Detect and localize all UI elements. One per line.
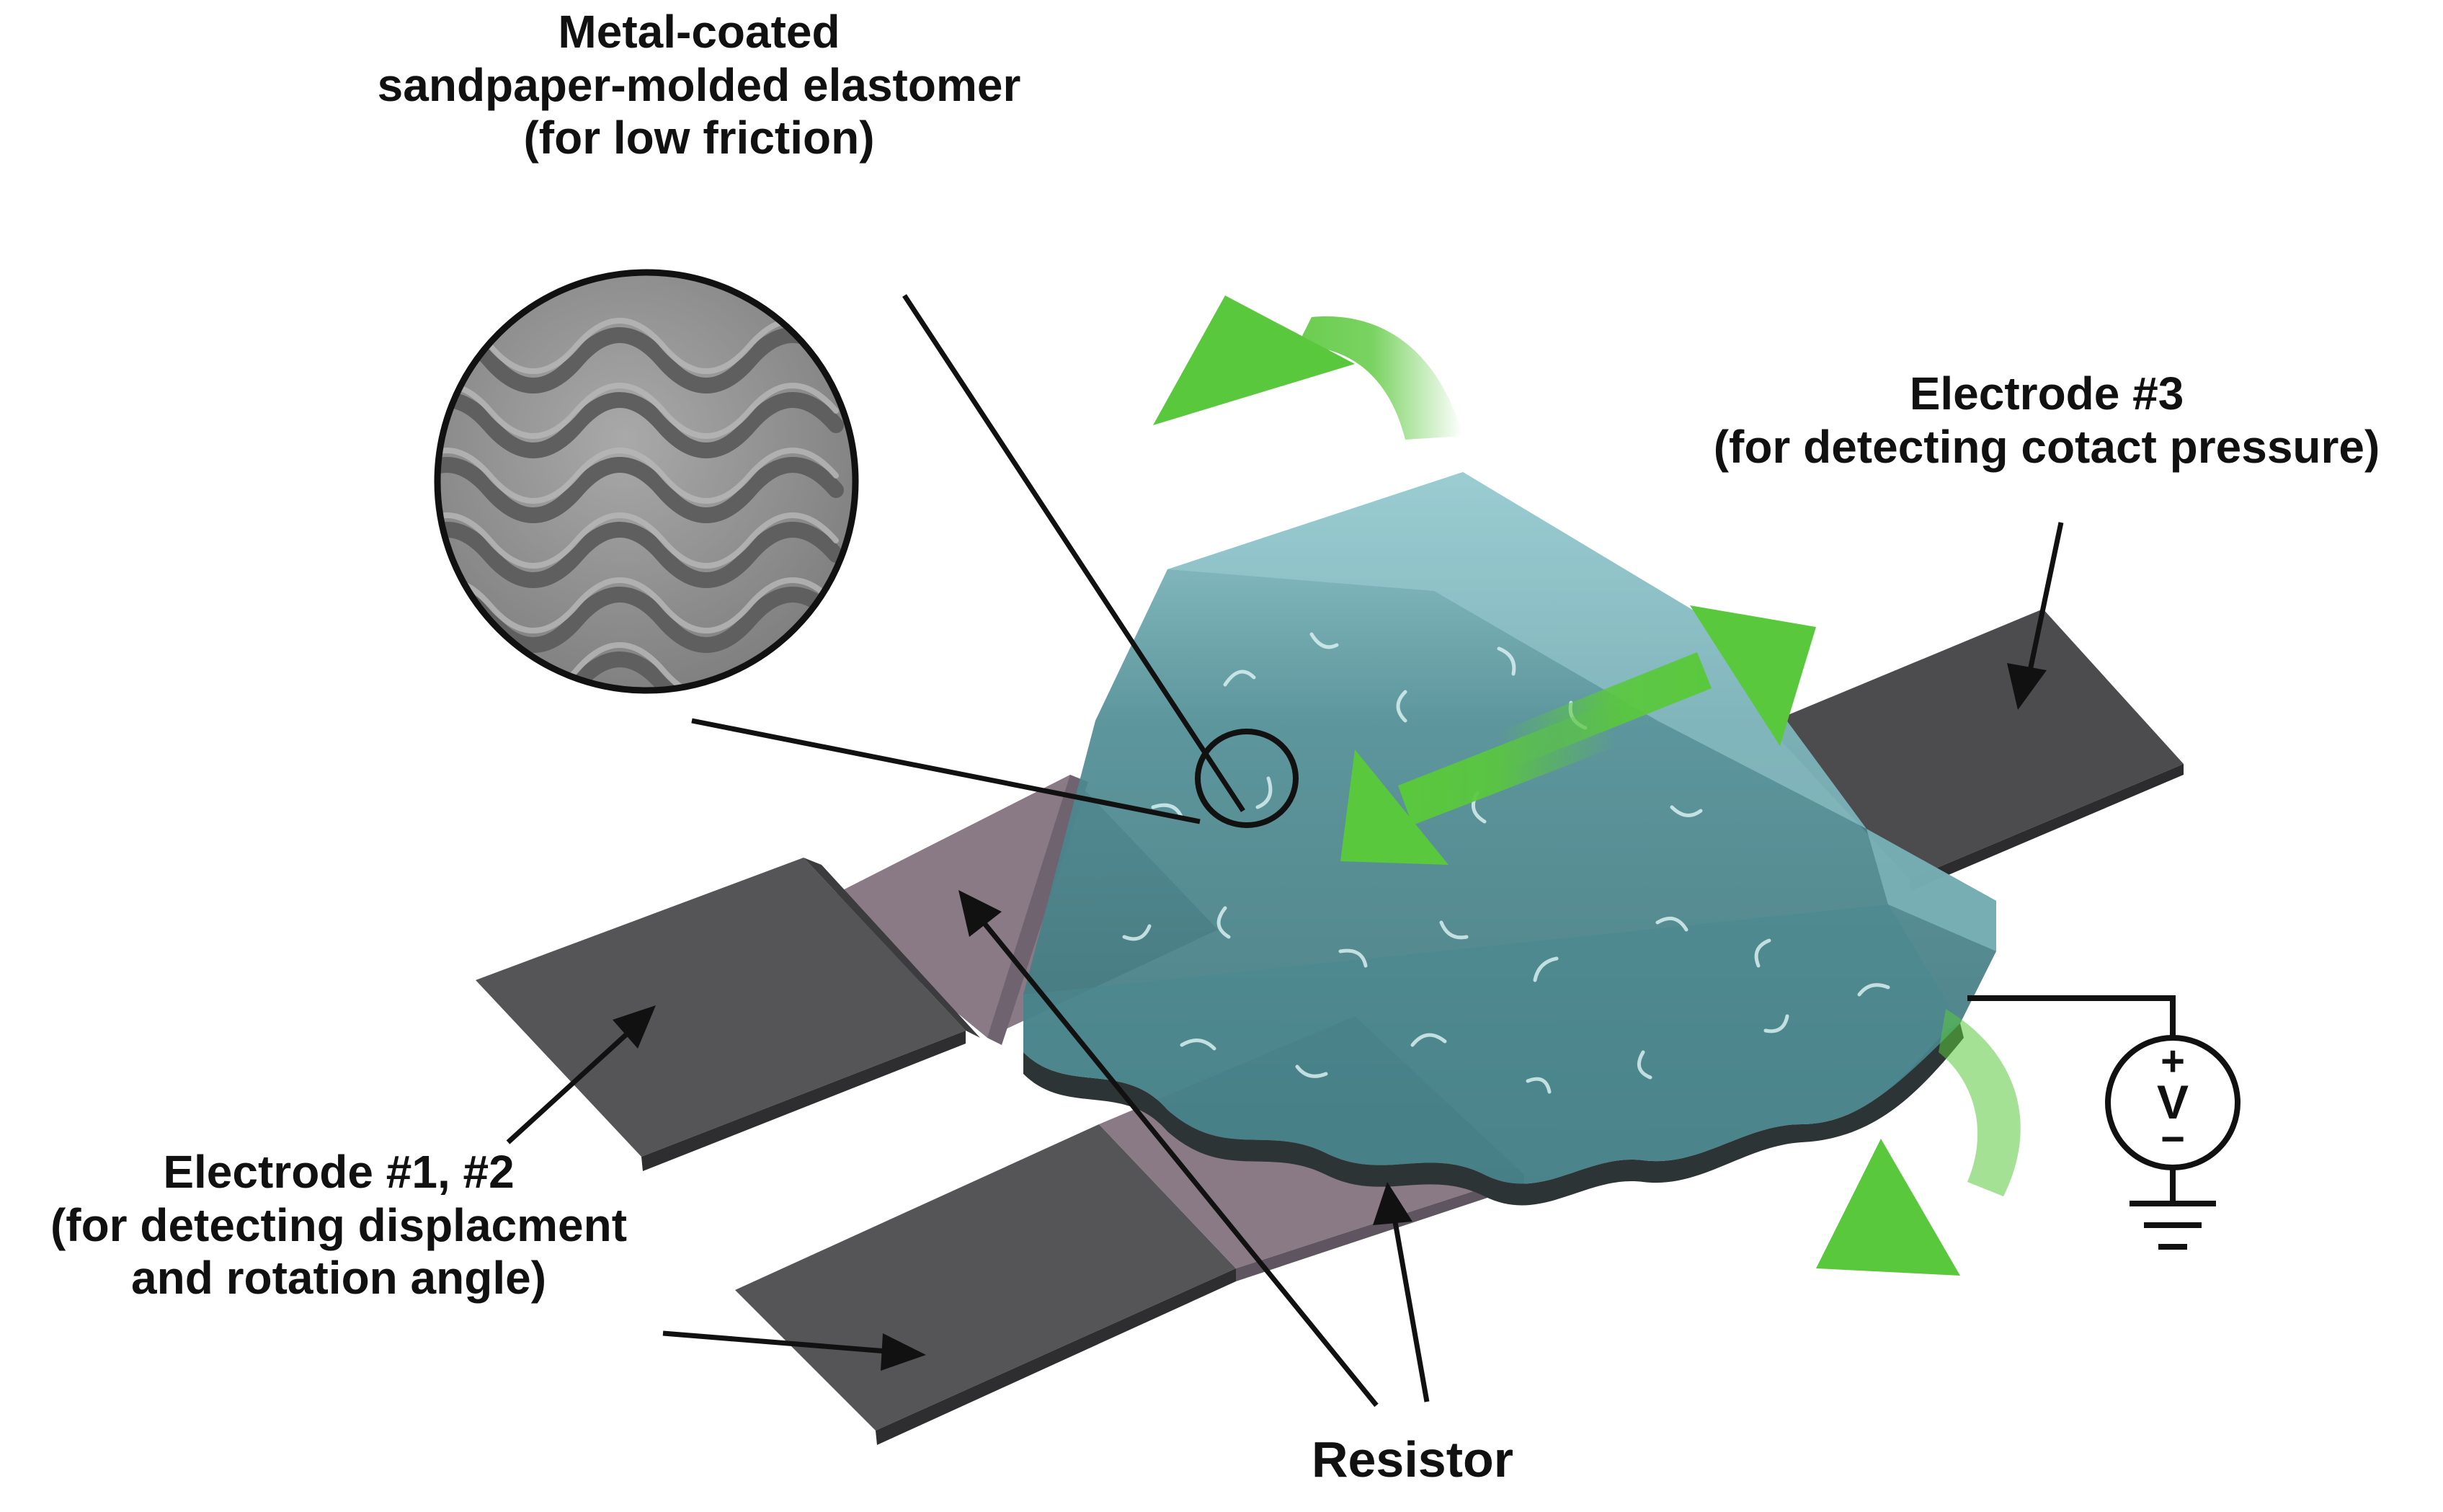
electrode-3-label-line1: Electrode #3 bbox=[1909, 368, 2184, 419]
electrode-12-label-line3: and rotation angle) bbox=[131, 1252, 546, 1304]
electrode-3-strip bbox=[1766, 609, 2184, 891]
annotation-arrows bbox=[506, 522, 2064, 1408]
voltage-plus-sign: + bbox=[2161, 1038, 2185, 1085]
electrode-12-label-line2: (for detecting displacment bbox=[50, 1199, 628, 1251]
electrode-12-label: Electrode #1, #2 (for detecting displacm… bbox=[0, 1146, 677, 1305]
resistor-label: Resistor bbox=[1225, 1431, 1600, 1489]
voltage-minus-sign: − bbox=[2161, 1116, 2185, 1162]
coating-label: Metal-coated sandpaper-molded elastomer … bbox=[216, 6, 1182, 165]
translation-arrow bbox=[1340, 605, 1816, 865]
resistor-label-text: Resistor bbox=[1311, 1431, 1514, 1487]
electrode-12-label-line1: Electrode #1, #2 bbox=[163, 1146, 515, 1198]
electrode-3-label-line2: (for detecting cotact pressure) bbox=[1713, 420, 2380, 473]
rotation-arrow-top bbox=[1153, 295, 1463, 440]
rotation-arrow-bottom bbox=[1816, 1009, 2021, 1276]
voltage-symbol: V bbox=[2156, 1075, 2189, 1129]
electrode-3-label: Electrode #3 (for detecting cotact press… bbox=[1650, 368, 2443, 473]
elastomer-block bbox=[1023, 472, 1996, 1206]
coating-label-line2: sandpaper-molded elastomer bbox=[377, 58, 1021, 111]
coating-label-line3: (for low friction) bbox=[523, 112, 875, 164]
coating-label-line1: Metal-coated bbox=[558, 6, 840, 58]
voltage-circuit bbox=[1967, 995, 2240, 1250]
